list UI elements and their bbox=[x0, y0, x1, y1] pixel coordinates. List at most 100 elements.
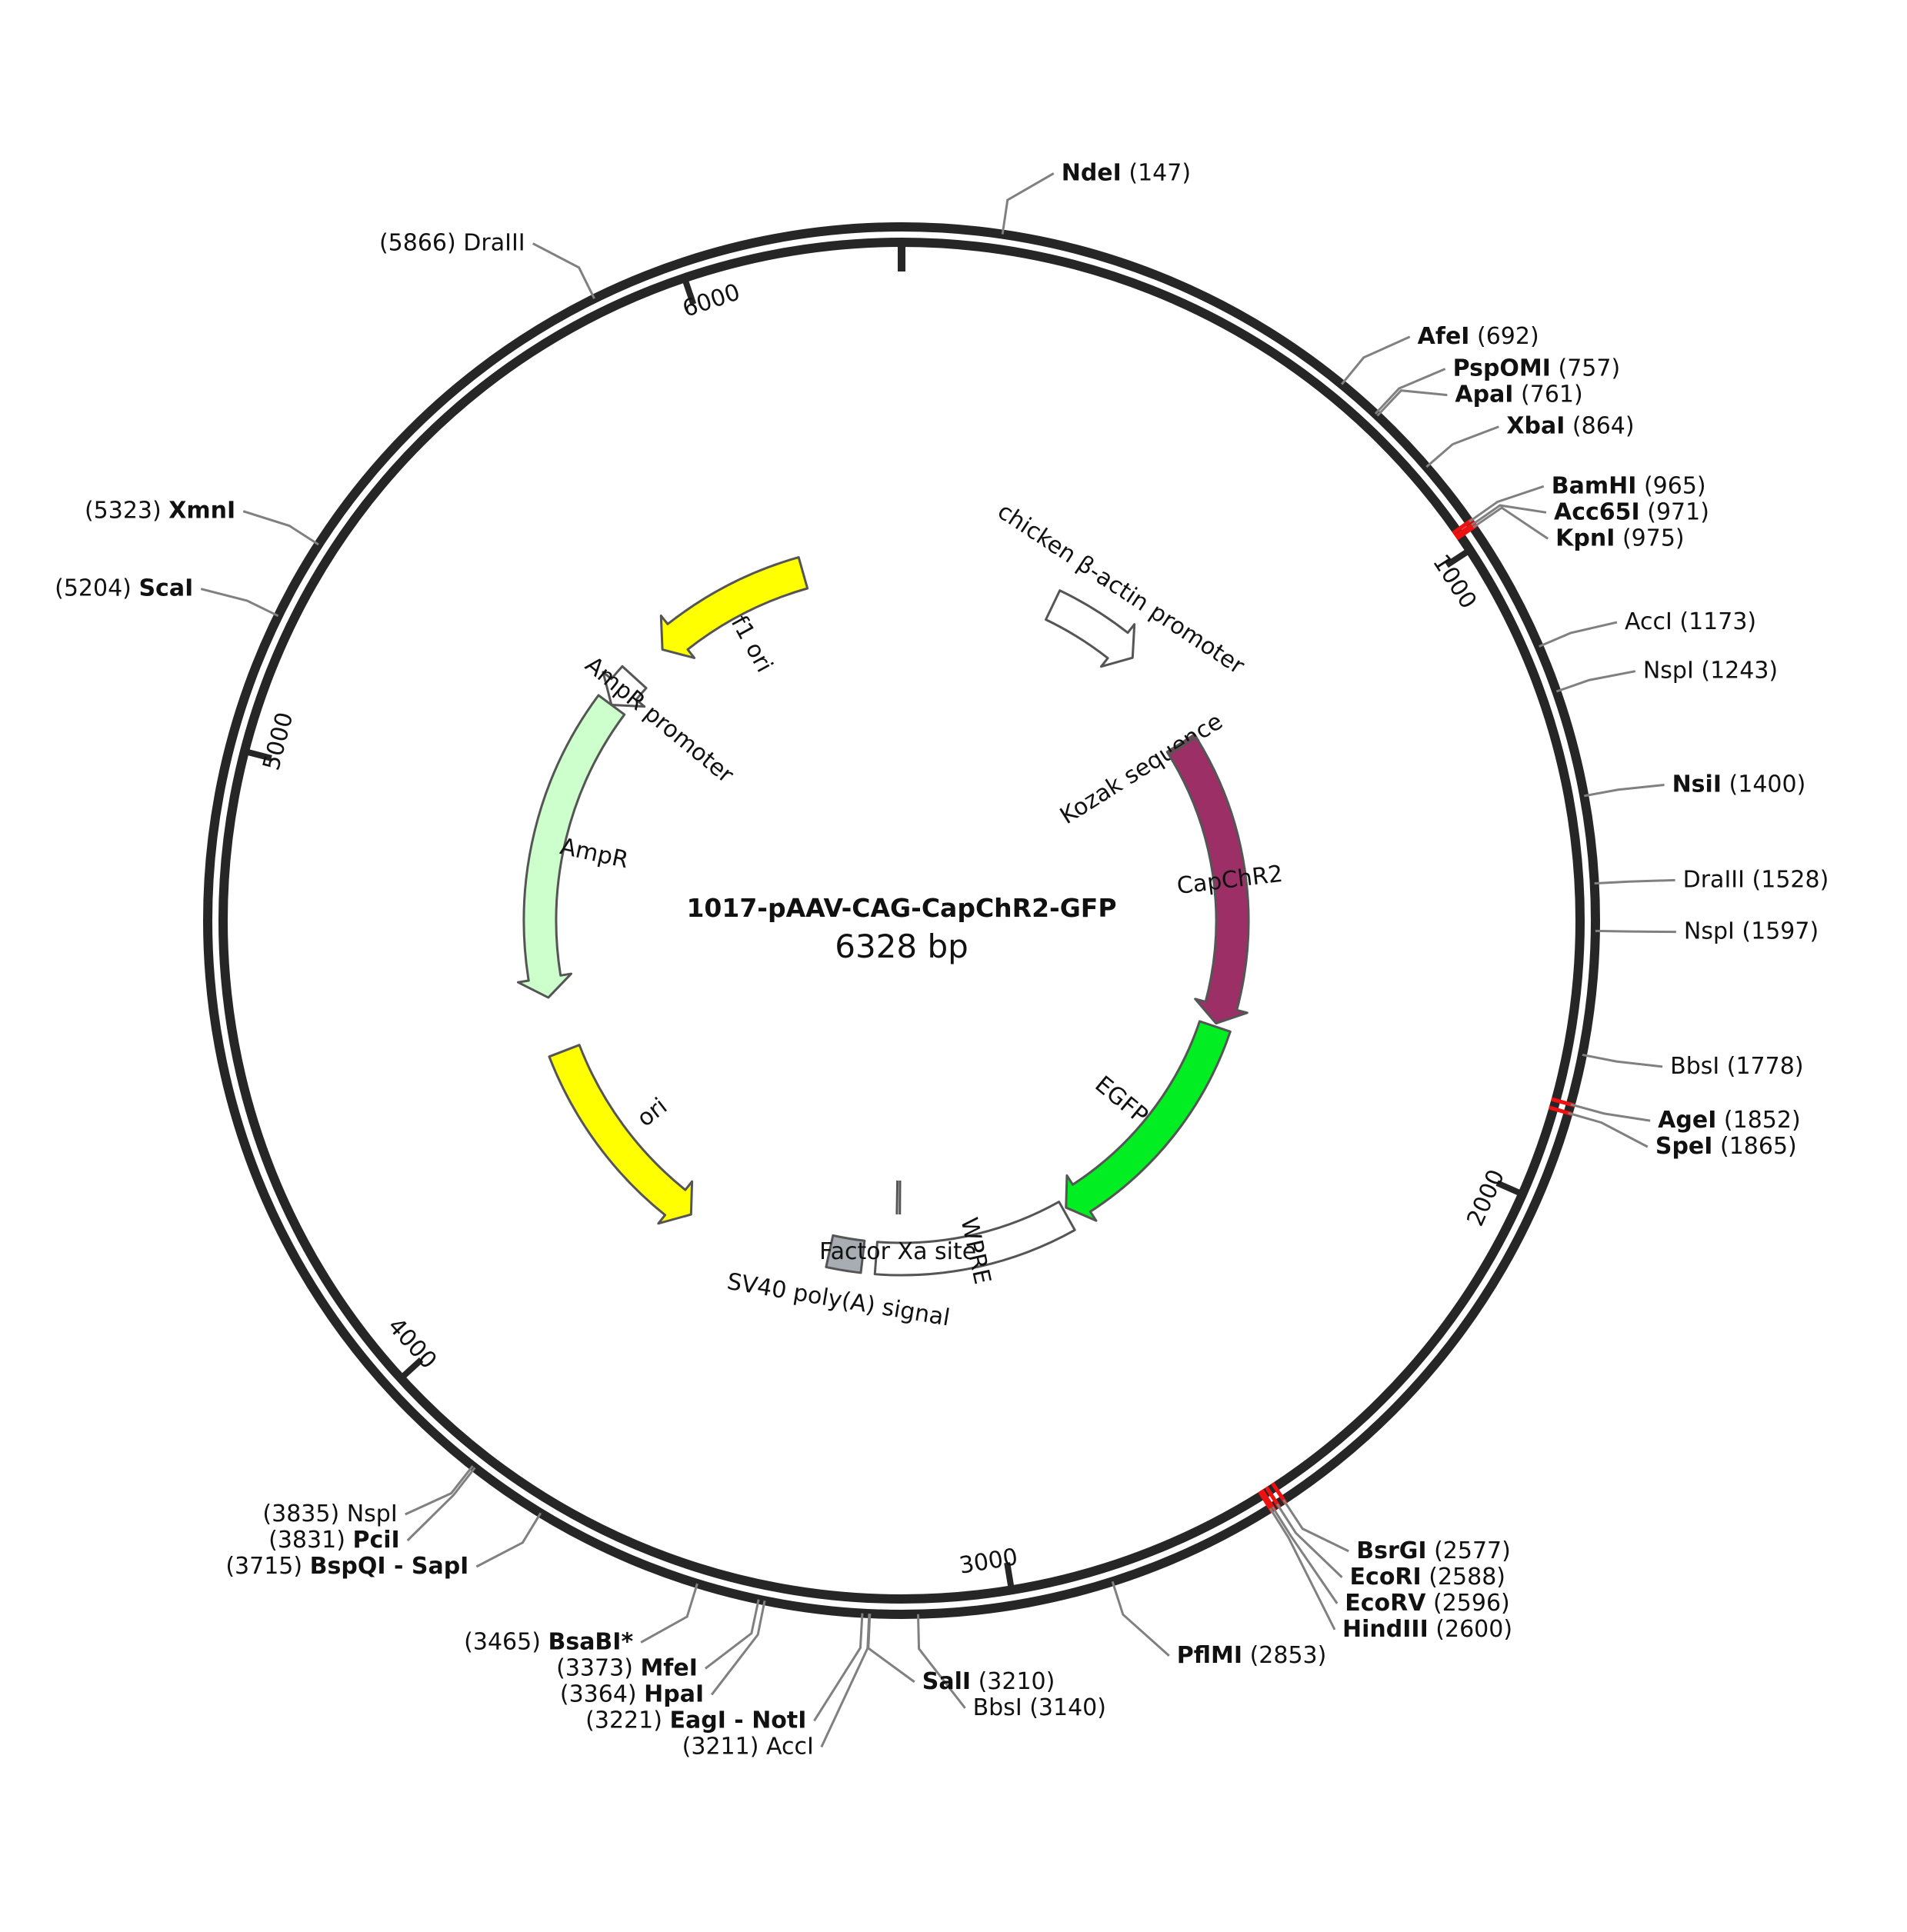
site-label: KpnI (975) bbox=[1555, 525, 1684, 551]
site-gap bbox=[637, 1681, 645, 1707]
site-name: NdeI bbox=[1062, 159, 1122, 186]
site-label: AfeI (692) bbox=[1418, 322, 1539, 349]
site-gap bbox=[541, 1628, 548, 1655]
site-name: XmnI bbox=[168, 497, 235, 524]
site-gap bbox=[1425, 1589, 1433, 1616]
site-position: (2853) bbox=[1250, 1641, 1327, 1668]
site-name: ScaI bbox=[138, 575, 193, 601]
position-tick bbox=[1495, 1180, 1524, 1198]
site-position: (3373) bbox=[556, 1654, 633, 1681]
wpre: WPRE bbox=[873, 1201, 1076, 1287]
site-leader-line bbox=[1594, 878, 1675, 885]
site-xbai-864: XbaI (864) bbox=[1425, 412, 1635, 468]
site-leader-line bbox=[704, 1599, 760, 1670]
factor-xa-site: Factor Xa site bbox=[819, 1180, 976, 1265]
site-name: PspOMI bbox=[1453, 355, 1551, 381]
site-bbsi-3140: BbsI (3140) bbox=[916, 1614, 1106, 1720]
site-label: BsrGI (2577) bbox=[1356, 1537, 1511, 1564]
site-pspomi-757: PspOMI (757) bbox=[1374, 355, 1621, 415]
site-leader-line bbox=[867, 1613, 915, 1684]
site-name: NsiI bbox=[1672, 771, 1722, 798]
site-position: (3221) bbox=[585, 1707, 662, 1734]
site-position: (1173) bbox=[1679, 608, 1756, 635]
site-leader-line bbox=[532, 242, 595, 299]
site-position: (1597) bbox=[1742, 918, 1819, 944]
site-label: (3715) BspQI - SapI bbox=[225, 1552, 468, 1579]
site-ecori-2588: EcoRI (2588) bbox=[1265, 1486, 1505, 1590]
site-leader-line bbox=[916, 1614, 966, 1709]
site-name: HindIII bbox=[1342, 1615, 1429, 1642]
site-name: PflMI bbox=[1177, 1641, 1242, 1668]
plasmid-title: 1017-pAAV-CAG-CapChR2-GFP 6328 bp bbox=[686, 893, 1116, 965]
site-name: AccI bbox=[766, 1733, 814, 1760]
site-gap bbox=[1712, 1133, 1720, 1160]
site-leader-line bbox=[1269, 1507, 1336, 1631]
site-name: SalI bbox=[922, 1667, 971, 1694]
site-name: BspQI - SapI bbox=[310, 1552, 469, 1579]
site-position: (3210) bbox=[979, 1667, 1055, 1694]
site-gap bbox=[132, 575, 139, 601]
site-gap bbox=[971, 1667, 979, 1694]
site-gap bbox=[1694, 657, 1702, 684]
tick-label: 5000 bbox=[258, 710, 298, 774]
site-name: PciI bbox=[352, 1526, 399, 1553]
site-name: AccI bbox=[1625, 608, 1672, 635]
position-tick bbox=[1004, 1562, 1015, 1591]
site-kpni-975: KpnI (975) bbox=[1455, 506, 1685, 551]
site-bsabi-3465: (3465) BsaBI* bbox=[464, 1583, 698, 1655]
site-position: (147) bbox=[1129, 159, 1191, 186]
site-leader-line bbox=[1568, 1111, 1649, 1148]
site-gap bbox=[1640, 498, 1648, 525]
site-label: (3373) MfeI bbox=[556, 1654, 698, 1681]
site-label: BbsI (1778) bbox=[1670, 1052, 1803, 1079]
site-label: EcoRV (2596) bbox=[1345, 1589, 1510, 1616]
site-hpai-3364: (3364) HpaI bbox=[560, 1600, 766, 1707]
site-label: EcoRI (2588) bbox=[1350, 1563, 1505, 1590]
site-position: (692) bbox=[1477, 322, 1539, 349]
site-label: XbaI (864) bbox=[1506, 412, 1634, 439]
site-leader-line bbox=[200, 588, 279, 618]
site-gap bbox=[302, 1552, 310, 1579]
site-leader-line bbox=[1425, 425, 1499, 468]
site-name: Acc65I bbox=[1554, 498, 1640, 525]
site-leader-line bbox=[1271, 1506, 1339, 1604]
site-name: BsrGI bbox=[1356, 1537, 1426, 1564]
site-leader-line bbox=[1111, 1581, 1170, 1657]
site-label: (3831) PciI bbox=[268, 1526, 400, 1553]
site-label: HindIII (2600) bbox=[1342, 1615, 1512, 1642]
site-gap bbox=[456, 229, 464, 256]
site-name: ApaI bbox=[1455, 381, 1513, 408]
site-leader-line bbox=[242, 510, 319, 546]
site-name: BbsI bbox=[1670, 1052, 1719, 1079]
site-leader-line bbox=[1555, 670, 1636, 693]
feature-arrow bbox=[659, 556, 809, 659]
site-spei-1865: SpeI (1865) bbox=[1548, 1105, 1797, 1160]
site-position: (971) bbox=[1647, 498, 1709, 525]
site-label: PspOMI (757) bbox=[1453, 355, 1621, 381]
feature-arrow bbox=[1065, 1020, 1232, 1222]
site-name: DraIII bbox=[1683, 866, 1745, 893]
site-label: AgeI (1852) bbox=[1658, 1107, 1801, 1134]
site-scai-5204: (5204) ScaI bbox=[55, 575, 279, 618]
site-nspi-3835: (3835) NspI bbox=[262, 1465, 474, 1527]
site-acc65i-971: Acc65I (971) bbox=[1454, 498, 1709, 538]
site-xmni-5323: (5323) XmnI bbox=[85, 497, 319, 546]
site-leader-line bbox=[1472, 506, 1549, 540]
site-gap bbox=[1513, 381, 1521, 408]
site-position: (3465) bbox=[464, 1628, 541, 1655]
site-leader-line bbox=[1471, 504, 1547, 526]
site-name: BbsI bbox=[973, 1694, 1022, 1720]
site-label: NdeI (147) bbox=[1062, 159, 1191, 186]
site-position: (5866) bbox=[379, 229, 456, 256]
site-label: Acc65I (971) bbox=[1554, 498, 1709, 525]
site-position: (1778) bbox=[1727, 1052, 1804, 1079]
site-nsii-1400: NsiI (1400) bbox=[1584, 771, 1805, 798]
restriction-site-layer: NdeI (147)AfeI (692)PspOMI (757)ApaI (76… bbox=[55, 159, 1829, 1760]
site-label: NspI (1243) bbox=[1643, 657, 1778, 684]
site-label: (3465) BsaBI* bbox=[464, 1628, 633, 1655]
site-gap bbox=[1735, 918, 1742, 944]
site-gap bbox=[162, 497, 169, 524]
site-position: (1400) bbox=[1729, 771, 1806, 798]
site-name: MfeI bbox=[640, 1654, 697, 1681]
site-afei-692: AfeI (692) bbox=[1340, 322, 1539, 385]
